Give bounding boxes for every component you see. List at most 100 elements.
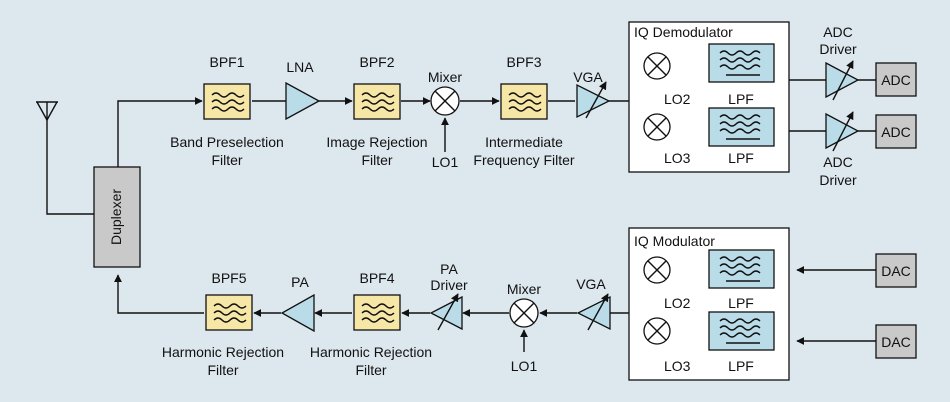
adc-top-block[interactable]: ADC [875,62,917,97]
adc-bottom-label: ADC [881,124,911,140]
adc-top-box [875,62,917,97]
bpf2-caption-line2: Filter [361,152,392,168]
bpf5-label: BPF5 [211,270,246,286]
mixer-icon [647,117,667,137]
mod-lpf-bottom-label: LPF [728,358,754,374]
demod-lpf-top [708,43,775,83]
bpf2-caption-line1: Image Rejection [326,134,427,150]
bpf3-caption-line2: Frequency Filter [473,152,574,168]
variable-gain-arrow-icon [437,293,459,331]
duplexer-block[interactable]: Duplexer [93,166,141,268]
mod-lpf-top-label: LPF [728,295,754,311]
lowpass-filter-icon [719,318,761,344]
bpf3-caption-line1: Intermediate [485,134,563,150]
tx-mixer-label: Mixer [507,281,542,297]
pa-driver-amplifier-icon [429,295,463,331]
demod-lpf-bottom [708,107,775,147]
pa-label: PA [291,274,309,290]
bpf5-caption-line2: Filter [207,362,238,378]
vga-amplifier-icon [576,295,611,331]
lowpass-filter-icon [719,114,761,140]
pa-block[interactable]: PA [280,274,315,333]
adc-driver-top-label-line2: Driver [819,41,857,57]
bpf4-caption-line2: Filter [355,362,386,378]
bpf2-block[interactable]: BPF2 Image Rejection Filter [326,54,427,168]
demod-lo3-label: LO3 [664,150,691,166]
tx-vga-label: VGA [576,276,606,292]
dac-top-label: DAC [881,263,911,279]
rx-lo1-label: LO1 [432,154,459,170]
mixer-icon [647,321,667,341]
demod-lpf-bottom-label: LPF [728,150,754,166]
variable-gain-arrow-icon [585,81,607,119]
bandpass-filter-icon [508,92,542,112]
bandpass-filter-icon [211,92,245,112]
dac-top-block[interactable]: DAC [875,253,917,288]
tx-mixer-block[interactable]: Mixer LO1 [507,281,542,374]
tx-lo1-label: LO1 [511,358,538,374]
bpf5-block[interactable]: BPF5 Harmonic Rejection Filter [162,270,284,378]
rx-vga-block[interactable]: VGA [573,69,611,119]
bandpass-filter-icon [213,303,247,323]
mod-lpf-top [708,249,775,289]
pa-driver-block[interactable]: PA Driver [429,261,468,331]
dac-bottom-box [875,324,917,359]
adc-driver-amplifier-icon [825,112,860,150]
dac-bottom-block[interactable]: DAC [875,324,917,359]
pa-amplifier-icon [280,293,315,333]
mod-lo3-label: LO3 [664,358,691,374]
duplexer-to-bpf1-wire [117,97,203,167]
adc-bottom-box [875,114,917,149]
tx-vga-block[interactable]: VGA [576,276,611,331]
duplexer-box[interactable] [93,166,141,268]
iq-modulator-title: IQ Modulator [634,233,715,249]
adc-driver-bottom-block[interactable]: ADC Driver [819,111,860,188]
variable-gain-arrow-icon [587,293,609,331]
demod-lpf-top-label: LPF [728,91,754,107]
bpf4-caption-line1: Harmonic Rejection [310,344,432,360]
bandpass-filter-icon [361,303,395,323]
dac-bottom-label: DAC [881,334,911,350]
duplexer-label: Duplexer [108,189,124,245]
lna-label: LNA [286,59,314,75]
iq-demodulator-block[interactable]: IQ Demodulator LO2 LO3 LPF LPF [628,21,790,173]
mod-lo2-label: LO2 [664,295,691,311]
antenna-feed-wire [46,120,94,215]
iq-modulator-block[interactable]: IQ Modulator LO2 LO3 LPF LPF [628,227,790,381]
bpf3-label: BPF3 [506,54,541,70]
antenna-icon [36,101,58,122]
bpf4-block[interactable]: BPF4 Harmonic Rejection Filter [310,270,432,378]
adc-bottom-block[interactable]: ADC [875,114,917,149]
bpf1-label: BPF1 [209,54,244,70]
adc-driver-top-label-line1: ADC [823,24,853,40]
bpf5-caption-line1: Harmonic Rejection [162,344,284,360]
lna-block[interactable]: LNA [285,59,321,121]
bpf1-block[interactable]: BPF1 Band Preselection Filter [170,54,284,168]
bandpass-filter-icon [361,92,395,112]
pa-driver-label-line2: Driver [430,277,468,293]
adc-driver-top-block[interactable]: ADC Driver [819,24,860,101]
bpf2-label: BPF2 [359,54,394,70]
mixer-icon [647,56,667,76]
mixer-icon [513,302,535,324]
adc-top-label: ADC [881,72,911,88]
adc-driver-bottom-label-line2: Driver [819,172,857,188]
mixer-icon [647,260,667,280]
lna-amplifier-icon [285,81,321,121]
bpf3-block[interactable]: BPF3 Intermediate Frequency Filter [473,54,574,168]
iq-demodulator-title: IQ Demodulator [634,24,733,40]
bpf1-caption-line1: Band Preselection [170,134,284,150]
bpf5-to-duplexer-wire [114,274,204,314]
rx-vga-label: VGA [573,69,603,85]
mod-lpf-bottom [708,311,775,351]
lowpass-filter-icon [719,50,761,76]
adc-driver-amplifier-icon [825,61,860,99]
pa-driver-label-line1: PA [440,261,458,277]
variable-gain-arrow-icon [832,111,854,152]
rx-mixer-block[interactable]: Mixer LO1 [428,69,463,170]
adc-driver-bottom-label-line1: ADC [823,154,853,170]
lowpass-filter-icon [719,256,761,282]
mixer-icon [434,90,456,112]
variable-gain-arrow-icon [832,60,854,101]
